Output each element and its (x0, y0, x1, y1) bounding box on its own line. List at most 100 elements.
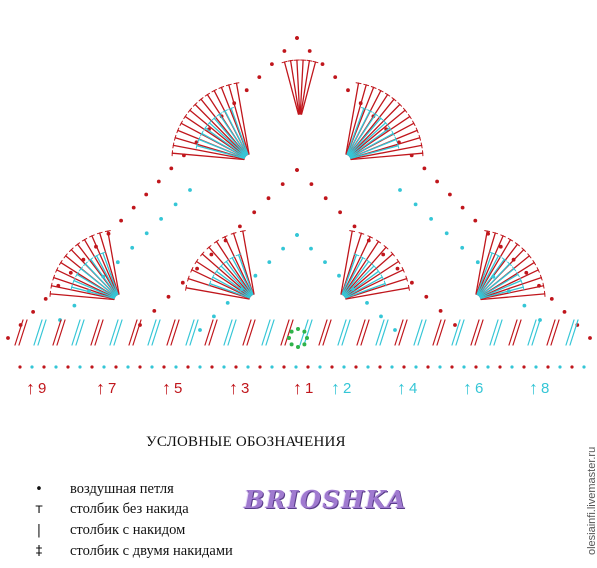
chain-stitch (395, 266, 400, 271)
chain-stitch (289, 329, 294, 334)
stitch-mark (479, 279, 522, 299)
chain-stitch (296, 345, 300, 349)
stitch-mark (480, 293, 546, 301)
stitch-mark (343, 265, 375, 297)
stitch-mark (197, 136, 201, 143)
up-arrow-icon: ↑ (162, 378, 171, 398)
stitch-mark (349, 132, 394, 158)
stitch-mark (355, 82, 362, 85)
row-marker-label: 5 (174, 380, 183, 397)
stitch-mark (185, 319, 195, 346)
chain-stitch (138, 365, 142, 369)
stitch-mark (228, 84, 250, 155)
stitch-mark (470, 319, 480, 346)
chain-stitch (475, 260, 480, 265)
chain-stitch (101, 274, 106, 279)
stitch-mark (71, 319, 81, 346)
stitch-mark (200, 130, 204, 137)
chain-stitch (119, 218, 123, 223)
chain-stitch (90, 365, 94, 369)
chain-stitch (174, 365, 178, 369)
stitch-mark (367, 109, 373, 113)
stitch-mark (99, 232, 119, 295)
legend-item-single-crochet: т столбик без накида (30, 499, 188, 519)
stitch-mark (50, 282, 53, 289)
treble-crochet-icon: ‡ (35, 543, 43, 559)
chain-stitch (252, 210, 257, 215)
stitch-mark (287, 59, 294, 62)
stitch-mark (189, 319, 199, 346)
chain-stitch (54, 365, 58, 369)
stitch-mark (397, 142, 400, 149)
stitch-mark (209, 282, 251, 299)
stitch-mark (187, 107, 192, 113)
stitch-mark (500, 234, 506, 238)
stitch-mark (394, 319, 404, 346)
chain-stitch (549, 297, 554, 301)
chain-stitch (429, 217, 433, 221)
chain-stitch (333, 75, 338, 79)
stitch-mark (33, 319, 43, 346)
stitch-mark (383, 280, 387, 287)
chain-stitch (473, 218, 478, 223)
stitch-mark (185, 287, 250, 300)
stitch-mark (318, 319, 328, 346)
stitch-mark (208, 122, 247, 157)
chain-stitch (309, 246, 313, 251)
chain-stitch (156, 179, 161, 184)
stitch-mark (367, 235, 373, 239)
stitch-mark (451, 319, 461, 346)
stitch-mark (187, 277, 250, 299)
stitch-mark (80, 268, 116, 297)
chain-stitch (414, 365, 418, 369)
chain-stitch (130, 245, 135, 250)
stitch-mark (391, 130, 395, 137)
stitch-mark (166, 319, 176, 346)
chain-stitch (534, 365, 538, 369)
chain-stitch (302, 329, 307, 334)
stitch-mark (436, 319, 446, 346)
stitch-mark (49, 290, 51, 297)
row-marker-9: ↑9 (26, 379, 46, 397)
chain-stitch (87, 289, 91, 293)
stitch-mark (174, 134, 177, 141)
stitch-mark (176, 127, 180, 134)
stitch-mark (230, 107, 249, 156)
chain-stitch (393, 328, 397, 332)
stitch-mark (102, 252, 119, 296)
chain-stitch (295, 233, 299, 237)
chain-stitch (323, 260, 327, 264)
stitch-mark (223, 259, 229, 264)
chain-stitch (330, 365, 334, 369)
stitch-mark (349, 138, 397, 159)
stitch-mark (484, 230, 491, 232)
chain-stitch (267, 260, 272, 264)
chain-stitch (295, 36, 299, 40)
chain-stitch (282, 49, 287, 53)
chain-stitch (234, 365, 238, 369)
stitch-mark (190, 267, 194, 273)
stitch-mark (348, 103, 401, 157)
stitch-mark (391, 97, 397, 102)
legend-item-double-crochet: | столбик с накидом (30, 520, 185, 540)
chain-stitch (152, 309, 157, 313)
stitch-mark (75, 242, 81, 247)
stitch-mark (477, 258, 505, 296)
stitch-mark (280, 319, 290, 346)
stitch-mark (476, 252, 493, 296)
double-crochet-icon: | (36, 522, 42, 538)
chain-stitch (486, 365, 490, 369)
stitch-mark (222, 109, 228, 113)
stitch-mark (531, 319, 541, 346)
stitch-mark (401, 267, 405, 273)
stitch-mark (95, 255, 118, 296)
stitch-mark (565, 319, 575, 346)
stitch-mark (475, 230, 488, 295)
chain-stitch (209, 252, 214, 257)
legend-label: воздушная петля (70, 480, 174, 497)
stitch-mark (306, 59, 313, 62)
stitch-mark (378, 89, 384, 93)
chain-stitch (474, 365, 478, 369)
stitch-mark (215, 240, 253, 296)
chain-stitch (379, 314, 383, 319)
